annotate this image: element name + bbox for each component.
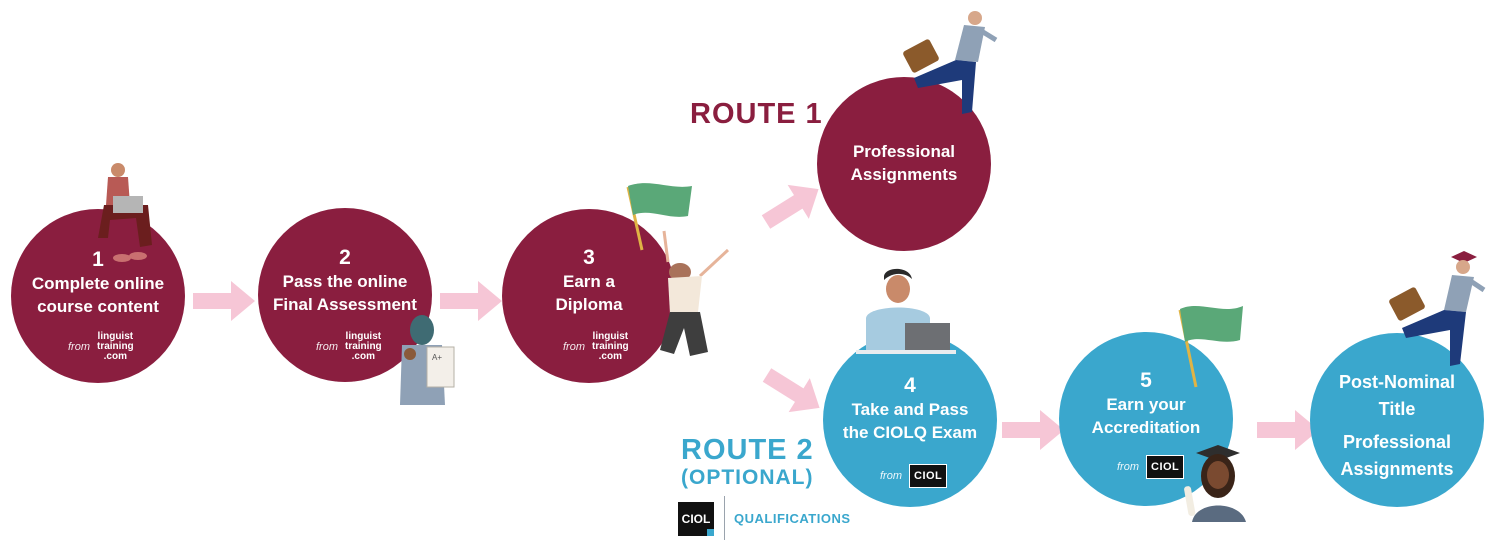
step-label-line: course content xyxy=(37,297,159,316)
step-label-line: Earn a xyxy=(563,272,615,291)
step-label-line: Pass the online xyxy=(282,272,408,291)
logo-line: .com xyxy=(103,351,127,362)
step-number: 3 xyxy=(583,246,595,269)
linguist-training-logo: from linguist training .com xyxy=(563,332,629,362)
ciol-mini-logo: CIOL xyxy=(909,464,948,488)
jumping-woman-with-flag-icon xyxy=(626,183,730,356)
running-graduate-businessman-icon xyxy=(1389,251,1486,366)
step-4-text: 4 Take and Pass the CIOLQ Exam xyxy=(825,374,995,444)
logo-line: .com xyxy=(351,351,375,362)
svg-text:A+: A+ xyxy=(432,353,442,362)
step-label-line: Earn your xyxy=(1106,395,1186,414)
step-5-circle xyxy=(1059,332,1233,506)
step-label-line: Take and Pass xyxy=(851,400,969,419)
linguist-training-logo: from linguist training .com xyxy=(316,332,382,362)
arrow-5-final xyxy=(1257,410,1319,450)
step-3-text: 3 Earn a Diploma xyxy=(504,246,674,316)
from-word: from xyxy=(1117,461,1139,473)
professional-assignments-circle xyxy=(817,77,991,251)
from-word: from xyxy=(316,341,338,353)
ciol-from-logo: from CIOL xyxy=(880,464,948,488)
man-at-laptop-icon xyxy=(856,268,956,354)
step-label-line: Title xyxy=(1378,399,1416,419)
step-2-circle xyxy=(258,208,432,382)
graduate-icon xyxy=(1184,445,1246,522)
step-label-line: Post-Nominal xyxy=(1338,372,1455,392)
logo-line: training xyxy=(592,341,629,352)
arrow-1-2 xyxy=(193,281,255,321)
logo-line: training xyxy=(97,341,134,352)
step-number: 1 xyxy=(92,248,104,271)
linguist-training-wordmark: linguist training .com xyxy=(345,332,382,362)
step-3-circle xyxy=(502,209,676,383)
step-label-line: Final Assessment xyxy=(273,295,417,314)
final-title-circle xyxy=(1310,333,1484,507)
ciol-mini-logo: CIOL xyxy=(1146,455,1185,479)
woman-holding-test-icon: A+ xyxy=(400,315,455,405)
step-label-line: Diploma xyxy=(555,295,623,314)
from-word: from xyxy=(68,341,90,353)
professional-assignments-text: Professional Assignments xyxy=(819,140,989,186)
step-number: 4 xyxy=(904,374,916,397)
flag-icon xyxy=(1178,306,1243,388)
step-label-line: Professional xyxy=(852,142,956,161)
route-2-label: ROUTE 2 xyxy=(681,434,814,466)
step-5-text: 5 Earn your Accreditation xyxy=(1061,369,1231,439)
from-word: from xyxy=(880,470,902,482)
logo-line: linguist xyxy=(345,331,382,342)
route-1-label: ROUTE 1 xyxy=(690,98,823,130)
ciol-qualifications-label: QUALIFICATIONS xyxy=(734,511,851,526)
arrow-route2 xyxy=(756,358,831,425)
ciol-from-logo: from CIOL xyxy=(1117,455,1185,479)
arrow-2-3 xyxy=(440,281,502,321)
logo-line: .com xyxy=(598,351,622,362)
linguist-training-wordmark: linguist training .com xyxy=(592,332,629,362)
logo-line: linguist xyxy=(592,331,629,342)
logo-line: linguist xyxy=(97,331,134,342)
step-label-line: Professional xyxy=(1342,432,1452,452)
from-word: from xyxy=(563,341,585,353)
logo-divider xyxy=(724,496,725,540)
person-with-laptop-icon xyxy=(98,163,152,262)
step-label-line: the CIOLQ Exam xyxy=(842,423,978,442)
logo-line: training xyxy=(345,341,382,352)
ciol-logo: CIOL xyxy=(678,502,714,536)
step-number: 2 xyxy=(339,246,351,269)
step-label-line: Assignments xyxy=(850,165,958,184)
step-label-line: Assignments xyxy=(1340,459,1454,479)
step-label-line: Accreditation xyxy=(1091,418,1201,437)
step-1-text: 1 Complete online course content xyxy=(13,248,183,318)
step-4-circle xyxy=(823,333,997,507)
step-number: 5 xyxy=(1140,369,1152,392)
linguist-training-wordmark: linguist training .com xyxy=(97,332,134,362)
step-2-text: 2 Pass the online Final Assessment xyxy=(260,246,430,316)
final-title-text: Post-Nominal Title Professional Assignme… xyxy=(1312,369,1482,483)
step-label-line: Complete online xyxy=(31,274,165,293)
route-2-optional-label: (OPTIONAL) xyxy=(681,466,814,489)
running-businessman-icon xyxy=(903,11,998,114)
arrow-4-5 xyxy=(1002,410,1064,450)
linguist-training-logo: from linguist training .com xyxy=(68,332,134,362)
